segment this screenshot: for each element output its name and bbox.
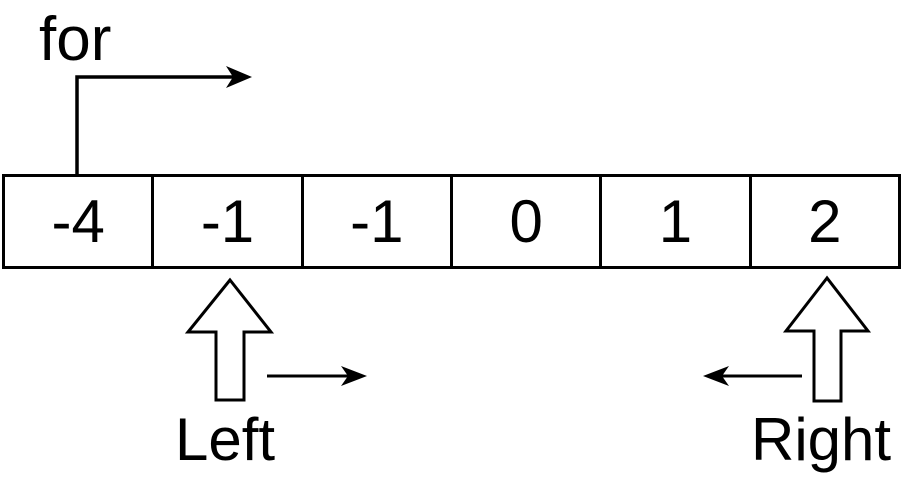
- left-move-right-arrow-icon: [267, 366, 367, 386]
- for-loop-label: for: [39, 5, 112, 74]
- array-cell: 2: [748, 177, 898, 266]
- right-move-left-arrow-icon: [703, 366, 802, 386]
- array-cell: 1: [599, 177, 748, 266]
- array-cell: -1: [300, 177, 450, 266]
- array: -4 -1 -1 0 1 2: [2, 174, 901, 269]
- array-cell: -4: [51, 188, 105, 255]
- left-pointer-up-arrow-icon: [184, 277, 275, 402]
- array-cell: -1: [151, 177, 300, 266]
- right-pointer-label: Right: [751, 406, 892, 473]
- right-pointer-up-arrow-icon: [782, 275, 872, 403]
- for-iteration-arrow-icon: [75, 66, 252, 174]
- array-cell: 0: [449, 177, 599, 266]
- left-pointer-label: Left: [175, 406, 276, 473]
